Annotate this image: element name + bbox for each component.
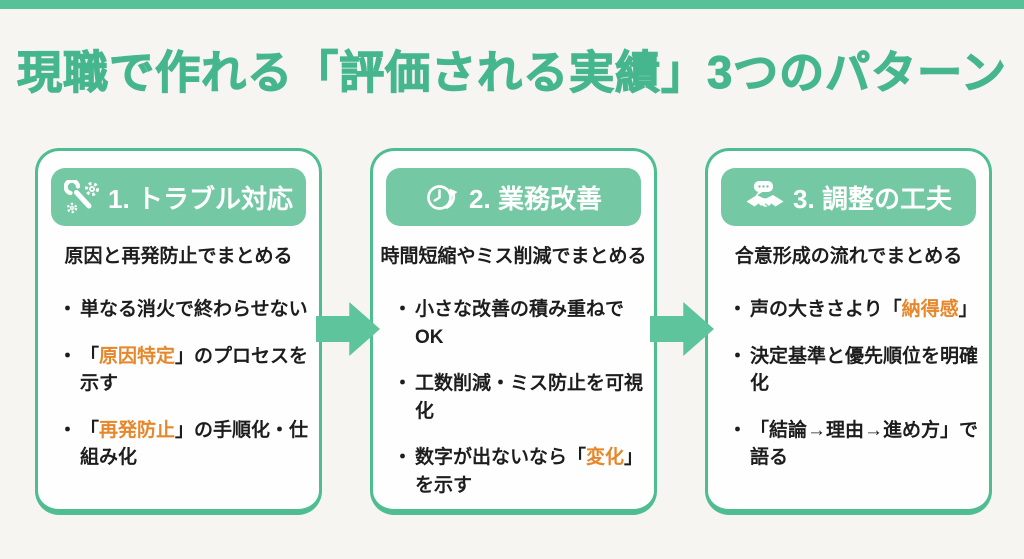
bullet-item: 「再発防止」の手順化・仕組み化 [58, 417, 311, 472]
bullet-item: 声の大きさより「納得感」 [728, 296, 981, 324]
card2-header: 2. 業務改善 [386, 168, 641, 226]
handshake-icon [746, 181, 784, 209]
bullet-item: 単なる消火で終わらせない [58, 296, 311, 324]
card2-subtitle: 時間短縮やミス削減でまとめる [380, 246, 647, 267]
bullet-item: 「原因特定」のプロセスを示す [58, 343, 311, 398]
bullet-item: 工数削減・ミス防止を可視化 [393, 370, 646, 425]
bullet-item: 決定基準と優先順位を明確化 [728, 343, 981, 398]
card3-header: 3. 調整の工夫 [721, 168, 976, 226]
bullet-item: 小さな改善の積み重ねでOK [393, 296, 646, 351]
card3-subtitle: 合意形成の流れでまとめる [734, 246, 963, 267]
top-accent-bar [0, 0, 1024, 9]
card3-header-label: 3. 調整の工夫 [793, 183, 952, 214]
page-title: 現職で作れる「評価される実績」3つのパターン [17, 46, 1007, 98]
card1-header: 1. トラブル対応 [51, 168, 306, 226]
card-trouble-response: 1. トラブル対応 原因と再発防止でまとめる 単なる消火で終わらせない「原因特定… [35, 148, 322, 515]
clock-icon [427, 185, 458, 210]
tools-icon [64, 180, 100, 214]
cards-row: 1. トラブル対応 原因と再発防止でまとめる 単なる消火で終わらせない「原因特定… [35, 148, 992, 515]
card3-bullet-list: 声の大きさより「納得感」決定基準と優先順位を明確化「結論→理由→進め方」で語る [728, 296, 981, 472]
card2-bullet-list: 小さな改善の積み重ねでOK 工数削減・ミス防止を可視化数字が出ないなら「変化」を示… [393, 296, 646, 499]
bullet-item: 数字が出ないなら「変化」を示す [393, 444, 646, 499]
card-process-improvement: 2. 業務改善 時間短縮やミス削減でまとめる 小さな改善の積み重ねでOK 工数削減… [370, 148, 657, 515]
card1-subtitle: 原因と再発防止でまとめる [64, 246, 293, 267]
card1-header-label: 1. トラブル対応 [108, 183, 293, 214]
bullet-item: 「結論→理由→進め方」で語る [728, 417, 981, 472]
card2-header-label: 2. 業務改善 [469, 183, 602, 214]
card1-bullet-list: 単なる消火で終わらせない「原因特定」のプロセスを示す「再発防止」の手順化・仕組み… [58, 296, 311, 472]
card-coordination: 3. 調整の工夫 合意形成の流れでまとめる 声の大きさより「納得感」決定基準と優… [705, 148, 992, 515]
